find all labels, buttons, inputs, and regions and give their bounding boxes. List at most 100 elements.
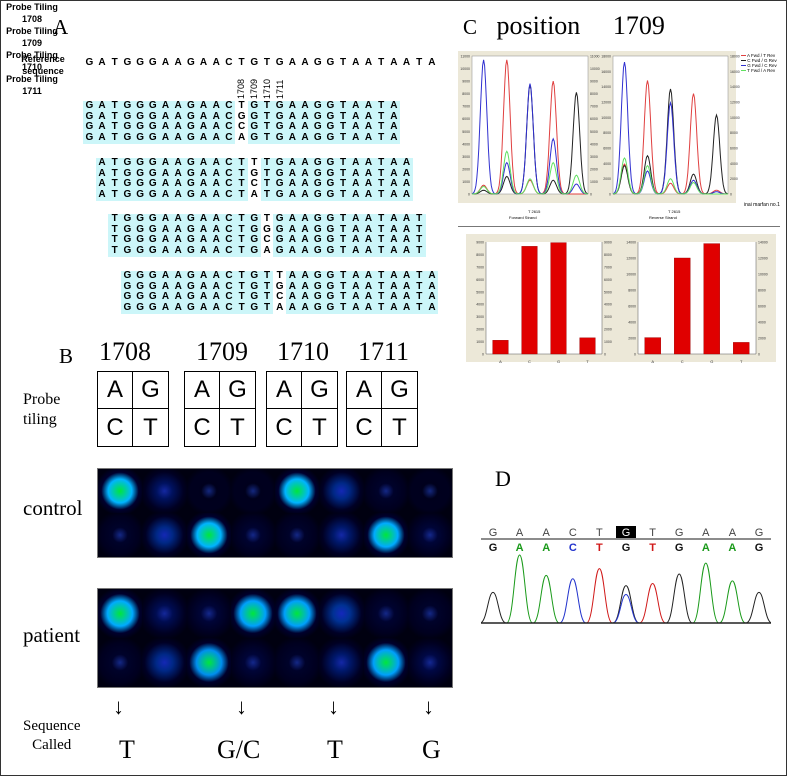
trace-plot-area xyxy=(471,55,589,195)
probe-base: A xyxy=(159,111,172,123)
probe-base: A xyxy=(171,133,185,144)
probe-base: G xyxy=(184,111,198,123)
y-tick-label-right: 9000 xyxy=(604,241,612,245)
y-tick-label-right: 1000 xyxy=(590,180,598,184)
probe-base: G xyxy=(133,157,147,169)
probe-base: G xyxy=(324,281,337,293)
top-base: A xyxy=(729,527,737,539)
tile-letter-T: T xyxy=(143,413,158,441)
reference-base: G xyxy=(136,57,144,68)
probe-base: A xyxy=(159,168,172,180)
trace-plot-area xyxy=(612,55,729,195)
reference-base: G xyxy=(148,57,157,68)
probe-base: T xyxy=(336,281,350,293)
probe-base: G xyxy=(184,190,198,201)
probe-base: A xyxy=(209,168,223,180)
probe-base: T xyxy=(235,281,248,293)
probe-base: A xyxy=(171,281,185,293)
reference-base: T xyxy=(238,57,245,68)
probe-base: A xyxy=(197,270,210,282)
probe-base: G xyxy=(121,157,134,169)
arrow-down-icon: ↓ xyxy=(113,694,124,719)
probe-base: A xyxy=(349,224,363,236)
probe-base: T xyxy=(336,235,350,246)
probe-base: T xyxy=(374,179,388,190)
heatmap-spot xyxy=(275,469,320,513)
probe-base: A xyxy=(159,213,172,225)
probe-base: A xyxy=(209,213,223,225)
probe-tiling-label-line1: Probe Tiling xyxy=(6,26,58,36)
probe-base: T xyxy=(235,190,248,201)
probe-base: A xyxy=(159,303,172,314)
trace-peak-T xyxy=(585,568,613,624)
trace-peak-A xyxy=(692,562,720,624)
panel-c-letter: C xyxy=(463,15,478,39)
probe-base: A xyxy=(95,179,109,190)
y-tick-label-right: 4000 xyxy=(758,321,766,325)
y-tick-label: 9000 xyxy=(462,80,470,84)
highlight-box xyxy=(616,526,636,538)
panel-d-letter: D xyxy=(495,466,511,491)
y-tick-label: 4000 xyxy=(476,303,484,307)
probe-base: G xyxy=(133,190,147,201)
legend-t-text: T Fwd / A Rev xyxy=(747,68,776,73)
reference-base: G xyxy=(85,57,94,68)
heatmap-spot xyxy=(98,589,143,638)
probe-base: T xyxy=(336,246,350,257)
position-label: 1709 xyxy=(249,78,260,99)
probe-base: G xyxy=(133,168,147,180)
y-tick-label-right: 14000 xyxy=(730,85,740,89)
reference-base: A xyxy=(288,57,296,68)
y-tick-label: 7000 xyxy=(462,105,470,109)
forward-strand-label: Forward Strand xyxy=(509,215,537,220)
probe-base: T xyxy=(412,213,426,225)
probe-base: A xyxy=(171,111,185,123)
sequence-called-line2: Called xyxy=(32,737,72,753)
x-tick-label: C xyxy=(528,359,531,364)
heatmap-spot xyxy=(230,469,275,513)
probe-base: A xyxy=(298,224,312,236)
y-tick-label: 7000 xyxy=(476,265,484,269)
bar-C xyxy=(674,257,691,355)
variable-base: T xyxy=(247,157,261,169)
probe-base: A xyxy=(209,157,223,169)
variable-base: G xyxy=(273,281,287,293)
trace-peak-G xyxy=(745,591,771,624)
probe-base: G xyxy=(184,246,198,257)
probe-base: A xyxy=(387,270,401,282)
probe-base: T xyxy=(374,168,388,180)
probe-base: A xyxy=(349,122,363,133)
probe-base: A xyxy=(400,292,413,303)
x-tick-label: C xyxy=(681,359,684,364)
bar-plot-area xyxy=(486,242,602,354)
y-tick-label-right: 7000 xyxy=(604,265,612,269)
heatmap-spot xyxy=(186,469,231,513)
probe-base: A xyxy=(387,168,401,180)
probe-base: G xyxy=(146,157,160,169)
reference-base: G xyxy=(186,57,195,68)
reference-label-line2: sequence xyxy=(22,66,64,76)
probe-base: G xyxy=(247,246,261,257)
trace-peak-A xyxy=(718,580,746,624)
y-tick-label-right: 2000 xyxy=(604,328,612,332)
position-label: 1708 xyxy=(236,78,247,99)
probe-base: C xyxy=(222,292,236,303)
heatmap-spot xyxy=(407,469,452,513)
bar-plot-area xyxy=(638,242,756,354)
probe-base: T xyxy=(260,111,274,123)
probe-base: A xyxy=(298,190,312,201)
probe-base: G xyxy=(311,133,325,144)
probe-base: T xyxy=(235,270,248,282)
probe-base: G xyxy=(247,213,261,225)
probe-base: G xyxy=(324,235,337,246)
probe-base: G xyxy=(146,270,160,282)
probe-base: A xyxy=(171,235,185,246)
y-tick-label: 8000 xyxy=(628,289,636,293)
probe-base: A xyxy=(298,281,312,293)
